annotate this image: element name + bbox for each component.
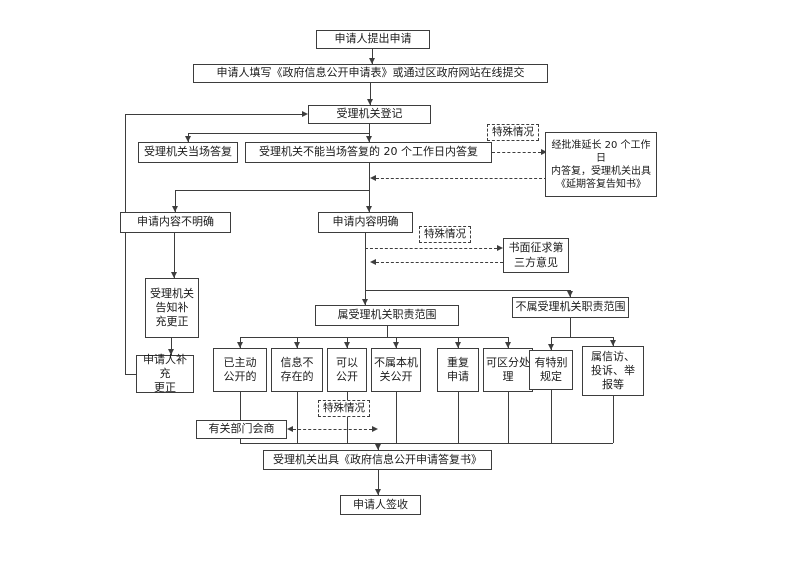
connector — [175, 190, 369, 191]
node-third-party-opinion: 书面征求第 三方意见 — [503, 238, 569, 273]
node-content-clear: 申请内容明确 — [318, 212, 413, 233]
connector — [551, 390, 552, 443]
connector — [365, 233, 366, 305]
connector-dashed — [376, 262, 503, 263]
connector — [370, 83, 371, 105]
connector — [508, 392, 509, 443]
connector-dashed — [492, 152, 541, 153]
connector — [174, 233, 175, 278]
connector — [240, 443, 613, 444]
node-petition-complaint: 属信访、 投诉、举 报等 — [582, 346, 644, 396]
arrowhead — [369, 58, 375, 64]
connector — [387, 326, 388, 337]
connector — [378, 470, 379, 495]
connector — [297, 392, 298, 443]
connector — [396, 392, 397, 443]
arrowhead — [610, 340, 616, 346]
arrowhead — [375, 444, 381, 450]
arrowhead — [372, 426, 378, 432]
node-info-not-exist: 信息不 存在的 — [271, 348, 323, 392]
arrowhead — [344, 342, 350, 348]
node-applicant-supplement: 申请人补充 更正 — [136, 353, 194, 394]
node-apply: 申请人提出申请 — [316, 30, 430, 49]
arrowhead — [362, 299, 368, 305]
arrowhead — [171, 272, 177, 278]
node-dept-consult: 有关部门会商 — [196, 420, 287, 439]
arrowhead — [455, 342, 461, 348]
connector-dashed — [376, 178, 547, 179]
connector — [369, 124, 370, 142]
node-can-public: 可以 公开 — [327, 348, 367, 392]
node-content-unclear: 申请内容不明确 — [120, 212, 231, 233]
arrowhead — [370, 259, 376, 265]
node-repeat-apply: 重复 申请 — [437, 348, 479, 392]
connector — [551, 337, 613, 338]
connector-dashed — [365, 248, 497, 249]
arrowhead — [366, 136, 372, 142]
arrowhead — [393, 342, 399, 348]
connector — [372, 49, 373, 64]
arrowhead — [287, 426, 293, 432]
connector — [125, 374, 136, 375]
arrowhead — [370, 175, 376, 181]
connector — [369, 190, 370, 212]
connector — [369, 163, 370, 190]
arrowhead — [168, 349, 174, 355]
connector-dashed — [293, 429, 372, 430]
connector — [551, 337, 552, 350]
arrowhead — [302, 111, 308, 117]
arrowhead — [505, 342, 511, 348]
node-separable-handling: 可区分处 理 — [483, 348, 533, 392]
node-register: 受理机关登记 — [308, 105, 431, 124]
node-in-scope: 属受理机关职责范围 — [315, 305, 459, 326]
connector — [125, 114, 126, 374]
node-special-rule: 有特别 规定 — [529, 350, 573, 390]
connector — [171, 338, 172, 355]
arrowhead — [185, 136, 191, 142]
node-already-public: 已主动 公开的 — [213, 348, 267, 392]
node-notify-supplement: 受理机关 告知补 充更正 — [145, 278, 199, 338]
connector — [240, 337, 508, 338]
node-special-case-1: 特殊情况 — [487, 124, 539, 141]
arrowhead — [172, 206, 178, 212]
arrowhead — [548, 344, 554, 350]
connector — [188, 133, 369, 134]
arrowhead — [375, 489, 381, 495]
connector — [347, 392, 348, 443]
node-out-of-scope: 不属受理机关职责范围 — [512, 297, 629, 318]
node-cannot-reply: 受理机关不能当场答复的 20 个工作日内答复 — [245, 142, 492, 163]
arrowhead — [497, 245, 503, 251]
arrowhead — [366, 206, 372, 212]
arrowhead — [541, 149, 547, 155]
arrowhead — [237, 342, 243, 348]
node-extend-reply: 经批准延长 20 个工作日 内答复，受理机关出具 《延期答复告知书》 — [545, 132, 657, 197]
arrowhead — [294, 342, 300, 348]
connector — [570, 318, 571, 337]
node-special-case-3: 特殊情况 — [318, 400, 370, 417]
arrowhead — [367, 99, 373, 105]
node-fill-form: 申请人填写《政府信息公开申请表》或通过区政府网站在线提交 — [193, 64, 548, 83]
node-not-this-org: 不属本机 关公开 — [371, 348, 421, 392]
connector — [365, 290, 570, 291]
connector — [458, 392, 459, 443]
node-onspot-reply: 受理机关当场答复 — [138, 142, 238, 163]
node-sign-receipt: 申请人签收 — [340, 495, 421, 515]
connector — [125, 114, 302, 115]
node-reply-letter: 受理机关出具《政府信息公开申请答复书》 — [263, 450, 492, 470]
arrowhead — [567, 291, 573, 297]
connector — [240, 392, 241, 443]
connector — [613, 396, 614, 443]
connector — [175, 190, 176, 212]
node-special-case-2: 特殊情况 — [419, 226, 471, 243]
